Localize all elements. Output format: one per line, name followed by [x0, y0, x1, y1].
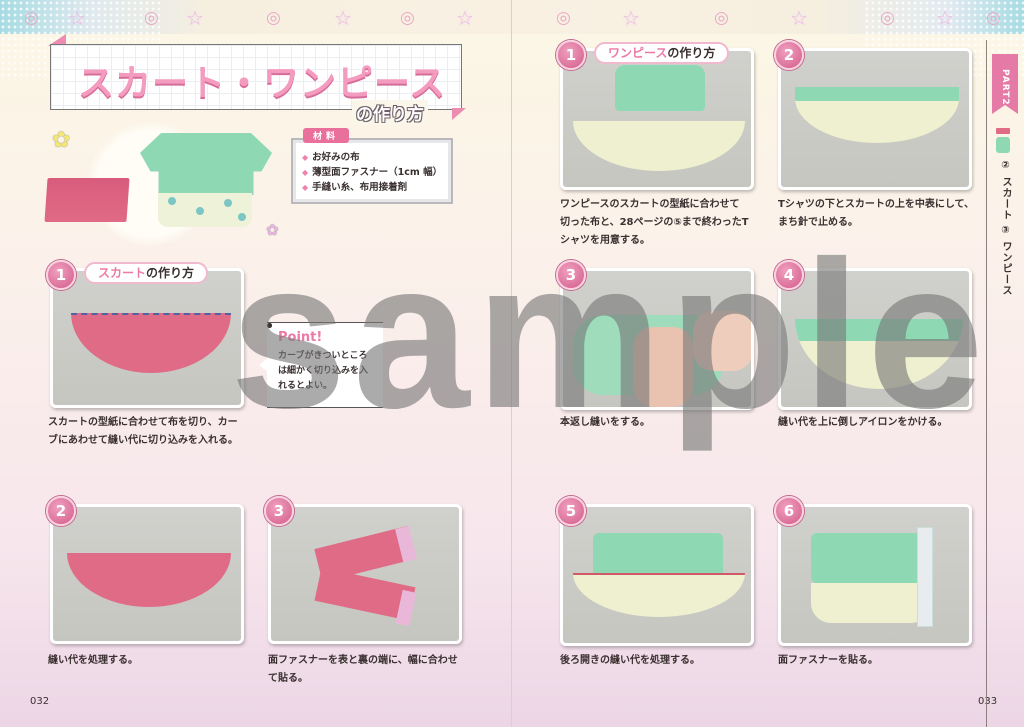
page-subtitle: の作り方	[352, 100, 428, 125]
point-title: Point!	[278, 330, 323, 345]
finished-dress-top-image	[140, 133, 272, 195]
step-caption-skirt-1: スカートの型紙に合わせて布を切り、カー ブにあわせて縫い代に切り込みを入れる。	[48, 414, 268, 450]
point-line: れるとよい。	[278, 381, 333, 391]
step-photo-dress-6	[778, 504, 972, 646]
star-icon: ☆	[936, 6, 954, 30]
side-index: ② スカート ③ ワンピース	[1000, 160, 1011, 297]
caption-line: 縫い代を上に倒しアイロンをかける。	[778, 417, 948, 428]
section-badge: 1	[556, 40, 586, 70]
step-caption-dress-4: 縫い代を上に倒しアイロンをかける。	[778, 414, 948, 432]
star-icon: ☆	[622, 6, 640, 30]
step-photo-dress-5	[560, 504, 754, 646]
spiral-icon: ◎	[400, 8, 415, 28]
point-callout	[267, 322, 383, 408]
spiral-icon: ◎	[556, 8, 571, 28]
caption-line: シャツを用意する。	[560, 235, 650, 246]
outfit-icon	[996, 128, 1010, 154]
star-icon: ☆	[186, 6, 204, 30]
part-tab: PART2	[992, 54, 1018, 114]
point-line: は細かく切り込みを入	[278, 366, 369, 376]
spiral-icon: ◎	[144, 8, 159, 28]
step-badge: 4	[774, 260, 804, 290]
material-item: 手縫い糸、布用接着剤	[302, 180, 442, 195]
step-badge: 3	[556, 260, 586, 290]
section-heading-highlight: スカート	[98, 266, 147, 280]
caption-line: 本返し縫いをする。	[560, 417, 650, 428]
step-caption-dress-2: Tシャツの下とスカートの上を中表にして、 まち針で止める。	[778, 196, 988, 232]
caption-line: ブにあわせて縫い代に切り込みを入れる。	[48, 435, 238, 446]
flower-icon: ✿	[52, 128, 71, 153]
step-photo-skirt-3	[268, 504, 462, 644]
step-photo-skirt-2	[50, 504, 244, 644]
star-icon: ☆	[334, 6, 352, 30]
spiral-icon: ◎	[880, 8, 895, 28]
section-heading-skirt: スカートの作り方	[84, 262, 209, 284]
step-badge: 2	[774, 40, 804, 70]
caption-line: 縫い代を処理する。	[48, 655, 138, 666]
caption-line: まち針で止める。	[778, 217, 858, 228]
page-edge-line	[986, 40, 987, 727]
step-photo-dress-3	[560, 268, 754, 410]
point-line: カーブがきついところ	[278, 351, 368, 361]
materials-label: 材料	[303, 128, 350, 143]
step-photo-dress-4	[778, 268, 972, 410]
materials-list: お好みの布 薄型面ファスナー（1cm 幅） 手縫い糸、布用接着剤	[302, 150, 442, 195]
step-badge: 6	[774, 496, 804, 526]
caption-line: 後ろ開きの縫い代を処理する。	[560, 655, 700, 666]
spiral-icon: ◎	[266, 8, 281, 28]
page-title: スカート・ワンピース	[78, 63, 447, 104]
caption-line: Tシャツの下とスカートの上を中表にして、	[778, 199, 975, 210]
caption-line: 面ファスナーを表と裏の端に、幅に合わせ	[268, 655, 458, 666]
spiral-icon: ◎	[714, 8, 729, 28]
title-corner-accent	[48, 34, 66, 46]
section-heading-suffix: の作り方	[146, 266, 195, 280]
spiral-icon: ◎	[986, 8, 1001, 28]
page-number-right: 033	[978, 696, 998, 707]
material-item: お好みの布	[302, 150, 442, 165]
step-photo-skirt-1	[50, 268, 244, 408]
star-icon: ☆	[790, 6, 808, 30]
step-caption-skirt-3: 面ファスナーを表と裏の端に、幅に合わせ て貼る。	[268, 652, 478, 688]
title-frame	[50, 44, 462, 110]
star-icon: ☆	[456, 6, 474, 30]
step-caption-dress-6: 面ファスナーを貼る。	[778, 652, 878, 670]
section-heading-highlight: ワンピース	[608, 46, 668, 60]
finished-skirt-image	[44, 178, 130, 222]
step-photo-dress-2	[778, 48, 972, 190]
finished-dress-skirt-image	[158, 193, 252, 227]
step-caption-dress-1: ワンピースのスカートの型紙に合わせて 切った布と、28ページの⑤まで終わったT …	[560, 196, 770, 250]
spiral-icon: ◎	[24, 8, 39, 28]
section-badge: 1	[46, 260, 76, 290]
point-text: カーブがきついところ は細かく切り込みを入 れるとよい。	[278, 349, 378, 394]
step-badge: 2	[46, 496, 76, 526]
section-heading-suffix: の作り方	[667, 46, 716, 60]
star-icon: ☆	[68, 6, 86, 30]
title-corner-accent	[452, 108, 466, 120]
step-caption-dress-5: 後ろ開きの縫い代を処理する。	[560, 652, 700, 670]
step-caption-dress-3: 本返し縫いをする。	[560, 414, 650, 432]
step-photo-dress-1	[560, 48, 754, 190]
page-number-left: 032	[30, 696, 50, 707]
caption-line: 面ファスナーを貼る。	[778, 655, 878, 666]
point-callout-tail	[259, 358, 268, 372]
step-caption-skirt-2: 縫い代を処理する。	[48, 652, 138, 670]
step-badge: 5	[556, 496, 586, 526]
caption-line: 切った布と、28ページの⑤まで終わったT	[560, 217, 749, 228]
caption-line: スカートの型紙に合わせて布を切り、カー	[48, 417, 238, 428]
material-item: 薄型面ファスナー（1cm 幅）	[302, 165, 442, 180]
section-heading-dress: ワンピースの作り方	[594, 42, 730, 64]
flower-icon: ✿	[266, 221, 279, 239]
caption-line: て貼る。	[268, 673, 308, 684]
step-badge: 3	[264, 496, 294, 526]
caption-line: ワンピースのスカートの型紙に合わせて	[560, 199, 740, 210]
